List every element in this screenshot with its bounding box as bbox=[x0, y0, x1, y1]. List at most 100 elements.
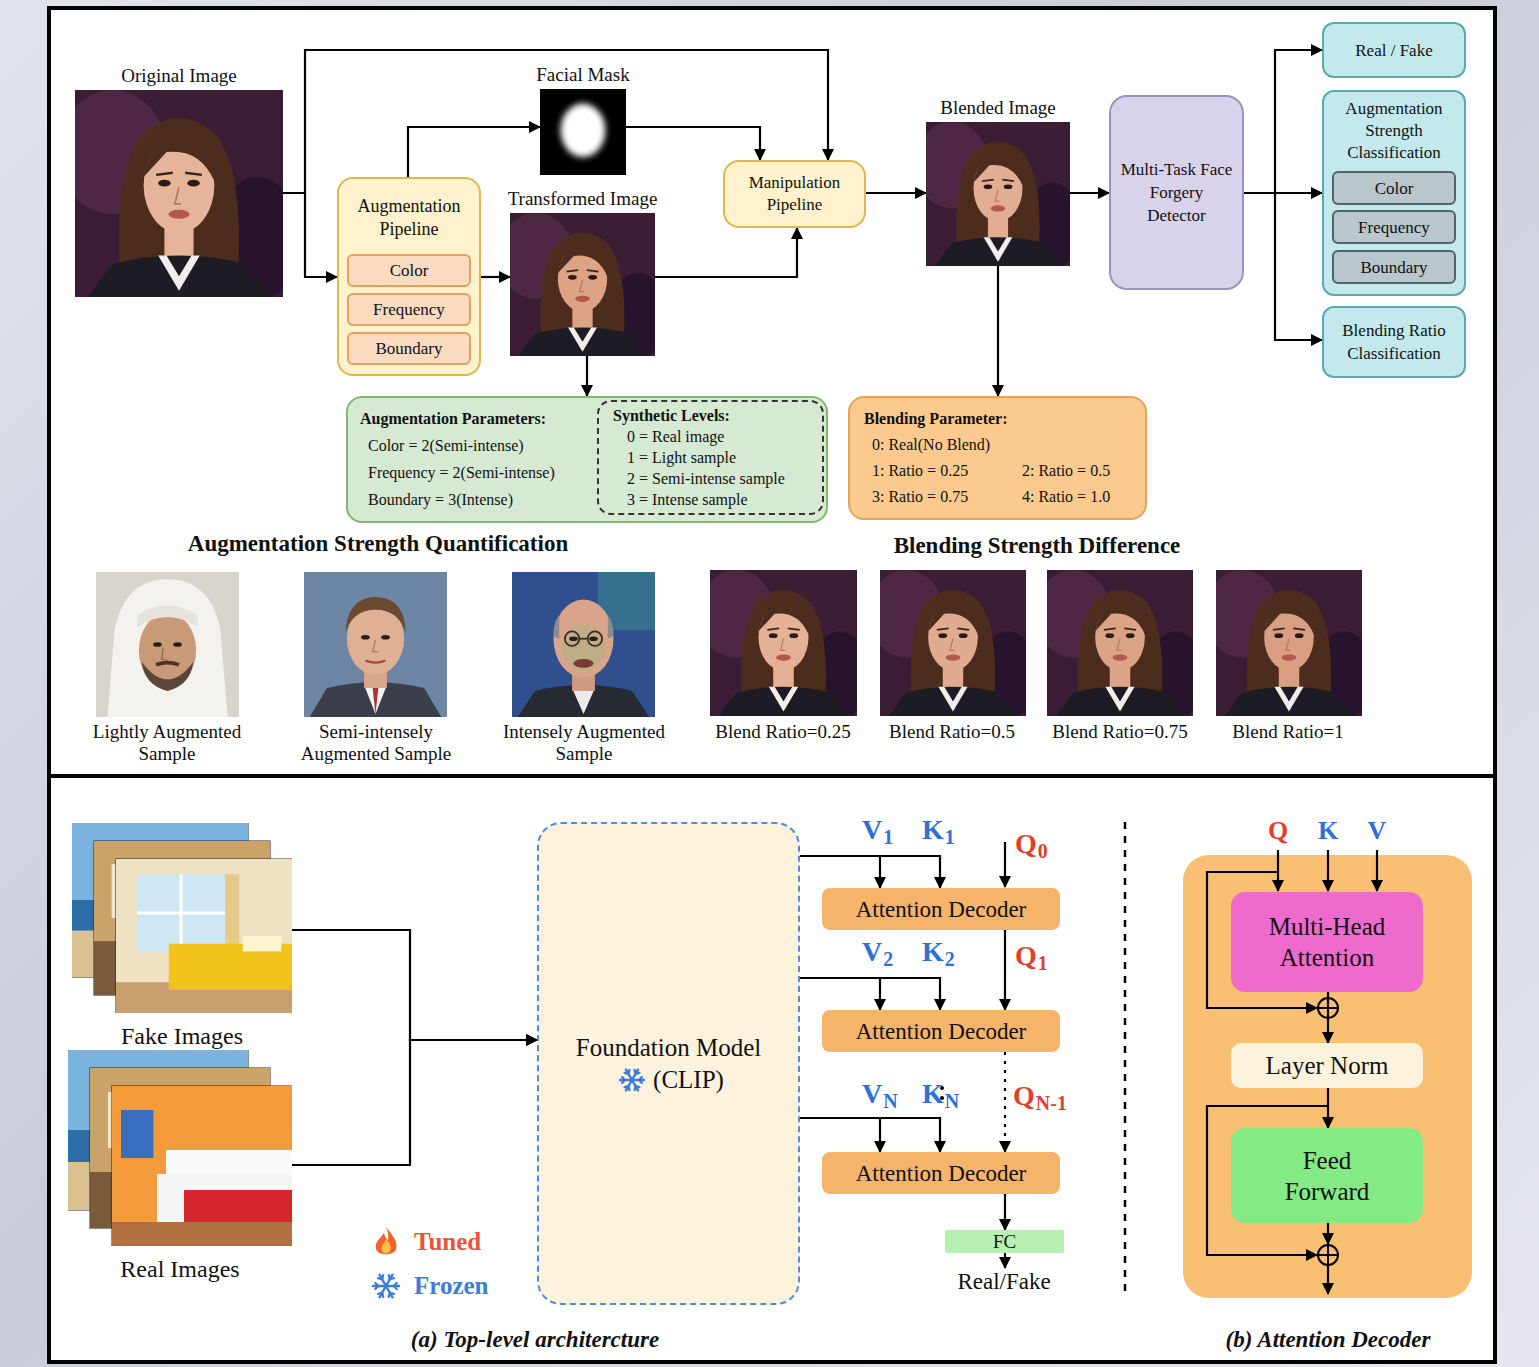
output-arrow bbox=[1327, 1266, 1329, 1294]
symbol-label: K bbox=[1318, 816, 1338, 845]
symbol-label: Q bbox=[1268, 816, 1288, 845]
subscript-label: 2 bbox=[945, 948, 955, 971]
node-text: (CLIP) bbox=[653, 1064, 724, 1096]
photo-stack bbox=[72, 823, 292, 1013]
legend-icon bbox=[373, 1275, 399, 1298]
legend-text: Tuned bbox=[414, 1227, 481, 1257]
sample-photo bbox=[868, 570, 1037, 719]
node-text: Color = 2(Semi-intense) bbox=[368, 432, 596, 459]
output-box: Augmentation Strength ClassificationColo… bbox=[1322, 90, 1466, 296]
node-text: 4: Ratio = 1.0 bbox=[1022, 484, 1131, 510]
strength-option: Frequency bbox=[1332, 210, 1456, 244]
sample-photo bbox=[1204, 570, 1373, 719]
node-text: 2: Ratio = 0.5 bbox=[1022, 458, 1131, 484]
node-text: Boundary bbox=[1360, 257, 1427, 278]
node-text: Layer Norm bbox=[1266, 1051, 1389, 1080]
subscript-label: N bbox=[883, 1090, 897, 1113]
connector-arrow bbox=[408, 127, 540, 177]
node-text: 3: Ratio = 0.75 bbox=[872, 484, 1014, 510]
connector-arrow bbox=[800, 856, 940, 888]
subscript-label: 2 bbox=[883, 948, 893, 971]
sample-photo bbox=[304, 572, 447, 717]
node-text: Boundary bbox=[375, 338, 442, 359]
node-text: 3 = Intense sample bbox=[627, 489, 816, 510]
symbol-label: Q bbox=[1015, 940, 1037, 971]
node-text: Boundary = 3(Intense) bbox=[368, 486, 596, 513]
connector-arrow bbox=[292, 930, 537, 1040]
node-text: 0: Real(No Blend) bbox=[872, 432, 1131, 458]
node-text: Color bbox=[390, 260, 429, 281]
decoder-container bbox=[1183, 855, 1472, 1298]
caption-label: Semi-intensely Augmented Sample bbox=[289, 721, 464, 765]
node-text: Multi-Head Attention bbox=[1241, 911, 1413, 973]
input-arrow bbox=[1277, 850, 1279, 891]
connector-arrow bbox=[800, 1118, 940, 1152]
caption-label: Blend Ratio=1 bbox=[1232, 721, 1344, 743]
decoder-block: Attention Decoder bbox=[822, 1152, 1060, 1194]
image-stack: Fake Images bbox=[72, 823, 292, 1013]
input-arrow bbox=[1327, 850, 1329, 891]
subscript-label: 0 bbox=[1038, 840, 1048, 863]
node-text: Frequency bbox=[373, 299, 445, 320]
connector-arrow bbox=[292, 1040, 537, 1165]
sample-photo bbox=[512, 572, 655, 717]
node-text: Frequency = 2(Semi-intense) bbox=[368, 459, 596, 486]
node-text: 1: Ratio = 0.25 bbox=[872, 458, 1014, 484]
node-text: Facial Mask bbox=[536, 64, 629, 86]
augmentation-option: Color bbox=[347, 254, 471, 287]
augmentation-option: Frequency bbox=[347, 293, 471, 326]
connector-arrow bbox=[626, 127, 760, 160]
caption-label: Blend Ratio=0.25 bbox=[715, 721, 850, 743]
node-text: Blending Parameter: bbox=[864, 406, 1131, 432]
detector-box: Multi-Task Face Forgery Detector bbox=[1109, 95, 1244, 290]
node-text: Augmentation Pipeline bbox=[345, 195, 473, 241]
node-text: Color bbox=[1375, 178, 1414, 199]
connector-arrow bbox=[1004, 930, 1006, 1010]
symbol-label: V bbox=[862, 1078, 882, 1109]
pipeline-box: Manipulation Pipeline bbox=[723, 160, 866, 228]
subscript-label: 1 bbox=[945, 826, 955, 849]
mask-image bbox=[540, 89, 626, 175]
subscript-label: N-1 bbox=[1036, 1092, 1067, 1115]
face-photo bbox=[75, 90, 283, 297]
level-box: Synthetic Levels:0 = Real image1 = Light… bbox=[597, 400, 824, 515]
query-arrow bbox=[1004, 842, 1006, 887]
image-frame: Original Image bbox=[75, 90, 283, 297]
subscript-label: N bbox=[945, 1090, 959, 1113]
symbol-label: K bbox=[922, 814, 944, 845]
decoder-block: Attention Decoder bbox=[822, 1010, 1060, 1052]
separator-line bbox=[1124, 822, 1127, 1298]
image-frame: Facial Mask bbox=[540, 89, 626, 175]
caption-label: Real/Fake bbox=[957, 1269, 1050, 1295]
node-text: Attention Decoder bbox=[856, 1160, 1027, 1187]
symbol-label: V bbox=[1368, 816, 1387, 845]
connector-arrow bbox=[1070, 192, 1109, 194]
strength-option: Boundary bbox=[1332, 250, 1456, 284]
caption-label: (b) Attention Decoder bbox=[1226, 1327, 1431, 1353]
connector-arrow bbox=[997, 266, 999, 396]
node-text: Multi-Task Face Forgery Detector bbox=[1119, 158, 1234, 227]
connector-arrow bbox=[1327, 1088, 1329, 1128]
parameter-box: Blending Parameter:0: Real(No Blend)1: R… bbox=[848, 396, 1147, 520]
decoder-block: Attention Decoder bbox=[822, 888, 1060, 930]
output-box: Real / Fake bbox=[1322, 22, 1466, 78]
image-stack: Real Images bbox=[68, 1050, 292, 1246]
connector-arrow bbox=[866, 192, 926, 194]
node-text: Transformed Image bbox=[508, 188, 658, 210]
node-text: Attention Decoder bbox=[856, 1018, 1027, 1045]
node-text: Synthetic Levels: bbox=[613, 405, 816, 426]
image-frame: Blended Image bbox=[926, 122, 1070, 266]
symbol-label: Q bbox=[1013, 1080, 1035, 1111]
connector-arrow bbox=[481, 276, 510, 278]
connector-arrow bbox=[1004, 1052, 1006, 1152]
node-text: Frequency bbox=[1358, 217, 1430, 238]
image-frame: Transformed Image bbox=[510, 213, 655, 356]
frozen-icon bbox=[617, 1065, 647, 1095]
subscript-label: 1 bbox=[1038, 952, 1048, 975]
node-text: Augmentation Strength Classification bbox=[1330, 98, 1458, 164]
norm-block: Layer Norm bbox=[1231, 1043, 1423, 1088]
augmentation-option: Boundary bbox=[347, 332, 471, 365]
pipeline-box: Augmentation PipelineColorFrequencyBound… bbox=[337, 177, 481, 376]
